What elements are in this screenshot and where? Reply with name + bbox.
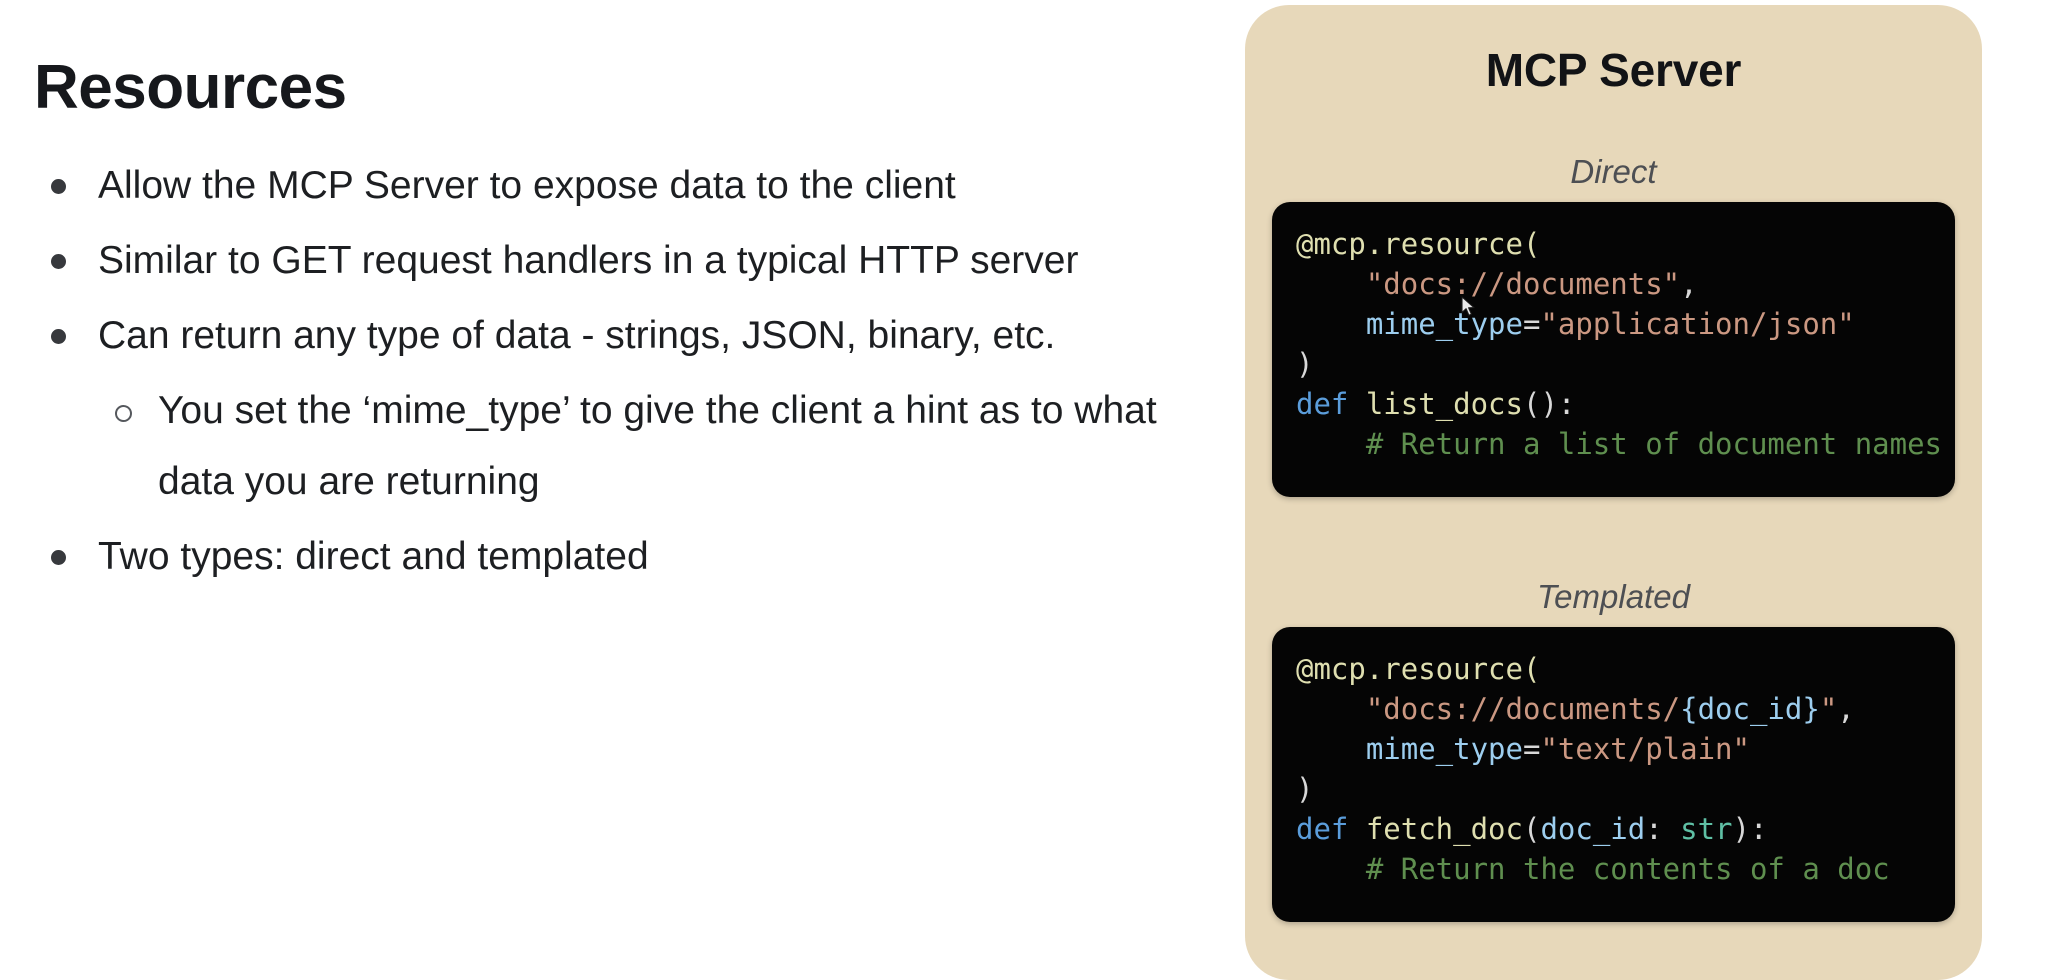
code-token: mime_type	[1365, 307, 1523, 341]
code-block-direct: @mcp.resource( "docs://documents", mime_…	[1272, 202, 1955, 497]
code-token: @mcp.resource(	[1296, 652, 1541, 686]
code-line: "docs://documents",	[1296, 264, 1931, 304]
code-token: ,	[1680, 267, 1698, 301]
mcp-server-card-title: MCP Server	[1485, 44, 1742, 96]
code-token: "text/plain"	[1540, 732, 1750, 766]
section-label-direct: Direct	[1570, 153, 1657, 190]
list-item-label: Two types: direct and templated	[98, 535, 649, 578]
code-token: # Return a list of document names	[1296, 427, 1943, 461]
mcp-server-card: MCP Server Direct @mcp.resource( "docs:/…	[1245, 5, 1982, 980]
code-line: @mcp.resource(	[1296, 649, 1931, 689]
code-token: :	[1645, 812, 1681, 846]
code-token: def	[1296, 812, 1366, 846]
code-token: =	[1522, 307, 1541, 341]
bullet-dot-icon	[51, 179, 66, 194]
code-line: )	[1296, 769, 1931, 809]
code-line: def fetch_doc(doc_id: str):	[1296, 809, 1931, 849]
code-line: # Return a list of document names	[1296, 424, 1942, 464]
code-token	[1296, 732, 1366, 766]
code-line: @mcp.resource(	[1296, 224, 1931, 264]
bullet-dot-icon	[51, 550, 66, 565]
code-line: mime_type="application/json"	[1296, 304, 1931, 344]
page-title: Resources	[34, 52, 347, 122]
code-token: (	[1522, 812, 1541, 846]
code-token: "docs://documents"	[1365, 267, 1681, 301]
list-item: Can return any type of data - strings, J…	[30, 300, 1210, 371]
code-token: mime_type	[1365, 732, 1523, 766]
code-token	[1296, 307, 1366, 341]
bullet-circle-icon	[115, 405, 132, 422]
section-label-templated: Templated	[1537, 578, 1690, 615]
code-token: )	[1296, 347, 1314, 381]
code-token: str	[1680, 812, 1733, 846]
bullet-dot-icon	[51, 254, 66, 269]
list-item-label: You set the ‘mime_type’ to give the clie…	[158, 389, 1157, 503]
code-token: @mcp.resource(	[1296, 227, 1541, 261]
code-token: "docs://documents/	[1365, 692, 1681, 726]
code-token: fetch_doc	[1365, 812, 1523, 846]
code-block-templated: @mcp.resource( "docs://documents/{doc_id…	[1272, 627, 1955, 922]
list-item-label: Can return any type of data - strings, J…	[98, 314, 1056, 357]
list-item: Similar to GET request handlers in a typ…	[30, 225, 1210, 296]
code-token	[1296, 267, 1366, 301]
list-item: Two types: direct and templated	[30, 521, 1210, 592]
list-item: You set the ‘mime_type’ to give the clie…	[30, 375, 1210, 517]
slide-content-left: Resources Allow the MCP Server to expose…	[30, 52, 1210, 596]
code-line: )	[1296, 344, 1931, 384]
bullet-dot-icon	[51, 329, 66, 344]
list-item-label: Similar to GET request handlers in a typ…	[98, 239, 1079, 282]
code-token: ():	[1522, 387, 1576, 421]
code-token: "	[1819, 692, 1838, 726]
list-item: Allow the MCP Server to expose data to t…	[30, 150, 1210, 221]
code-token: ,	[1837, 692, 1855, 726]
code-token: )	[1296, 772, 1314, 806]
code-token	[1296, 692, 1366, 726]
code-token: ):	[1732, 812, 1768, 846]
code-token: doc_id	[1540, 812, 1646, 846]
code-token: =	[1522, 732, 1541, 766]
code-token: {doc_id}	[1680, 692, 1820, 726]
bullet-list: Allow the MCP Server to expose data to t…	[30, 150, 1210, 596]
code-line: # Return the contents of a doc	[1296, 849, 1931, 889]
list-item-label: Allow the MCP Server to expose data to t…	[98, 164, 956, 207]
code-token: # Return the contents of a doc	[1296, 852, 1890, 886]
code-token: list_docs	[1365, 387, 1523, 421]
code-token: def	[1296, 387, 1366, 421]
code-line: "docs://documents/{doc_id}",	[1296, 689, 1931, 729]
code-line: mime_type="text/plain"	[1296, 729, 1931, 769]
code-line: def list_docs():	[1296, 384, 1931, 424]
code-token: "application/json"	[1540, 307, 1855, 341]
